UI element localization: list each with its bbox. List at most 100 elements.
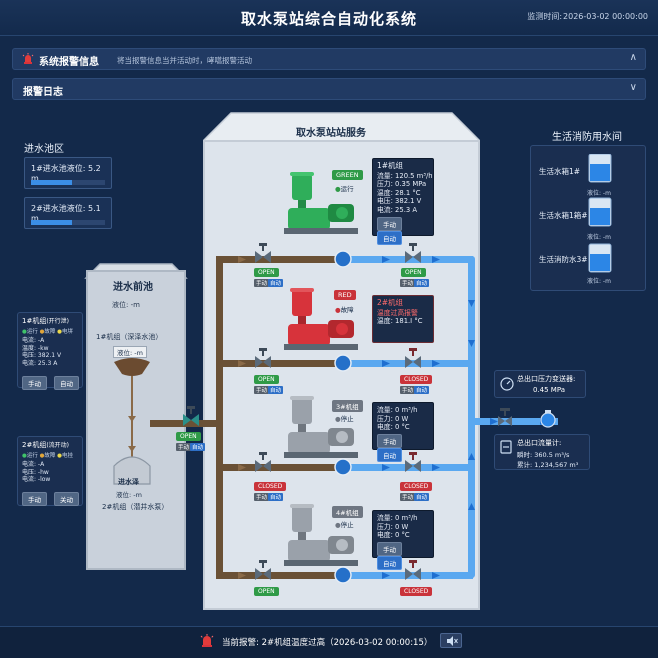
pump-2-temperature: 温度: 181.I °C xyxy=(377,317,423,326)
pump-2-status-tag: RED xyxy=(334,290,356,300)
left-card-1-row: 电压: 382.1 V xyxy=(22,352,62,359)
left-card-2-manual-button[interactable]: 手动 xyxy=(22,492,47,506)
intake-valve-2-state: OPEN xyxy=(254,375,279,384)
pump-1-info-row: 流量: 120.5 m³/h xyxy=(377,171,433,180)
pump-2-status: ●故障 xyxy=(335,306,354,314)
outlet-valve-4-state: CLOSED xyxy=(400,587,433,596)
pump-2-graphic[interactable] xyxy=(284,288,360,354)
pump-4-info-row: 流量: 0 m³/h xyxy=(377,514,418,522)
outlet-valve-1-manual[interactable]: 手动 xyxy=(400,279,416,287)
left-card-2-row: 电流: -A xyxy=(22,461,45,468)
mute-button[interactable] xyxy=(440,633,462,648)
pump-2-alarm-text: 温度过高报警 xyxy=(377,308,418,317)
left-card-1-rows: 电流: -A 温度: -kw 电压: 382.1 V 电流: 25.3 A xyxy=(22,337,61,367)
pump-3-manual-button[interactable]: 手动 xyxy=(377,433,402,448)
pump-2-info-panel: 2#机组 温度过高报警 温度: 181.I °C xyxy=(372,295,434,343)
forebay-level: 液位: -m xyxy=(112,301,140,309)
siren-icon xyxy=(200,634,214,647)
pump-1-graphic[interactable] xyxy=(284,170,360,236)
forebay-pump-housing xyxy=(113,456,151,485)
pump-4-auto-button[interactable]: 自动 xyxy=(377,555,402,570)
legend-power: 电挂 xyxy=(61,453,73,459)
outlet-valve-3[interactable] xyxy=(404,452,422,474)
forebay-unit2: 2#机组（潜井水泵） xyxy=(102,503,169,511)
pump-1-info-title: 1#机组 xyxy=(377,161,404,170)
intake-valve-1-state: OPEN xyxy=(254,268,279,277)
intake-valve-1-manual[interactable]: 手动 xyxy=(254,279,270,287)
left-unit-card-1: 1#机组(开行泄) ●运行 ●故障 ●电垪 电流: -A 温度: -kw 电压:… xyxy=(17,312,83,390)
forebay-valve[interactable] xyxy=(182,406,200,428)
alarm-log-bar[interactable]: 报警日志 ∨ xyxy=(12,78,646,100)
left-card-1-auto-button[interactable]: 自动 xyxy=(54,376,79,390)
intake-level-2-bar xyxy=(31,220,105,225)
valve-icon xyxy=(183,406,199,426)
top-bar xyxy=(0,0,658,36)
station-title: 取水泵站站服务 xyxy=(296,128,366,139)
intake-level-2-fill xyxy=(31,220,72,225)
intake-level-1: 1#进水池液位: 5.2 m xyxy=(24,157,112,189)
left-card-1-legend: ●运行 ●故障 ●电垪 xyxy=(22,329,73,335)
pump-3-info-row: 压力: 0 W xyxy=(377,414,409,423)
outlet-pressure-value: 0.45 MPa xyxy=(533,386,566,394)
forebay-unit2-title: 进水泽 xyxy=(118,478,139,486)
pump-3-graphic[interactable] xyxy=(284,396,360,462)
pump-3-info-row: 流量: 0 m³/h xyxy=(377,406,418,414)
intake-valve-2-auto[interactable]: 自动 xyxy=(268,386,284,394)
forebay-unit2-level: 液位: -m xyxy=(116,491,142,499)
intake-valve-1-auto[interactable]: 自动 xyxy=(268,279,284,287)
pump-3-info-row: 电度: 0 °C xyxy=(377,423,410,432)
forebay-unit1-level: 液位: -m xyxy=(113,346,147,358)
intake-valve-3-manual[interactable]: 手动 xyxy=(254,493,270,501)
alarm-info-bar[interactable]: 系统报警信息 将当报警信息当并活动时，哮嚆报警活动 ∧ xyxy=(12,48,646,70)
monitor-time: 监测时间:2026-03-02 00:00:00 xyxy=(526,11,648,22)
pump-1-info-row: 电流: 25.3 A xyxy=(377,205,417,214)
gauge-icon xyxy=(500,377,514,391)
fire-tank-3-level: 液位: -m xyxy=(587,278,611,285)
left-unit-card-2: 2#机组(流开动) ●运行 ●故障 ●电挂 电流: -A 电压: -hw 电流:… xyxy=(17,436,83,506)
bottom-alarm-bar xyxy=(0,626,658,658)
legend-power: 电垪 xyxy=(61,329,73,335)
speaker-mute-icon xyxy=(447,636,458,646)
outlet-valve-1-auto[interactable]: 自动 xyxy=(414,279,430,287)
forebay-valve-auto[interactable]: 自动 xyxy=(190,443,206,451)
outlet-valve-2-state: CLOSED xyxy=(400,375,433,384)
outlet-valve-4[interactable] xyxy=(404,560,422,582)
pump-1-auto-button[interactable]: 自动 xyxy=(377,230,402,245)
intake-valve-3[interactable] xyxy=(254,452,272,474)
intake-level-1-fill xyxy=(31,180,72,185)
pump-4-manual-button[interactable]: 手动 xyxy=(377,541,402,556)
outlet-valve-2-auto[interactable]: 自动 xyxy=(414,386,430,394)
outlet-valve-2[interactable] xyxy=(404,348,422,370)
pump-1-status-tag: GREEN xyxy=(332,170,363,180)
pump-3-auto-button[interactable]: 自动 xyxy=(377,447,402,462)
pump-1-manual-button[interactable]: 手动 xyxy=(377,216,402,231)
fire-tank-1-level: 液位: -m xyxy=(587,190,611,197)
outlet-valve-3-auto[interactable]: 自动 xyxy=(414,493,430,501)
left-card-2-auto-button[interactable]: 关动 xyxy=(54,492,79,506)
forebay-valve-manual[interactable]: 手动 xyxy=(176,443,192,451)
outlet-valve-2-manual[interactable]: 手动 xyxy=(400,386,416,394)
left-card-1-manual-button[interactable]: 手动 xyxy=(22,376,47,390)
pump-2-info-title: 2#机组 xyxy=(377,298,404,307)
outlet-valve-3-manual[interactable]: 手动 xyxy=(400,493,416,501)
outlet-pressure-title: 总出口压力变送器: xyxy=(517,375,576,383)
outlet-pressure-card: 总出口压力变送器: 0.45 MPa xyxy=(494,370,586,398)
pump-1-status-text: 运行 xyxy=(340,185,354,193)
intake-valve-1[interactable] xyxy=(254,243,272,265)
outlet-valve-1[interactable] xyxy=(404,243,422,265)
pump-1-status: ●运行 xyxy=(335,185,354,193)
pump-4-graphic[interactable] xyxy=(284,504,360,570)
intake-valve-3-auto[interactable]: 自动 xyxy=(268,493,284,501)
chevron-down-icon[interactable]: ∨ xyxy=(629,82,637,93)
pump-4-info-row: 电度: 0 °C xyxy=(377,531,410,540)
valve-icon xyxy=(255,452,271,472)
left-card-2-row: 电压: -hw xyxy=(22,468,49,476)
intake-valve-4[interactable] xyxy=(254,560,272,582)
monitor-time-label: 监测时间: xyxy=(527,12,563,21)
intake-valve-2[interactable] xyxy=(254,348,272,370)
valve-icon xyxy=(405,348,421,368)
chevron-up-icon[interactable]: ∧ xyxy=(629,52,637,63)
forebay-valve-state: OPEN xyxy=(176,432,201,441)
pump-3-status-tag: 3#机组 xyxy=(332,400,363,412)
intake-valve-2-manual[interactable]: 手动 xyxy=(254,386,270,394)
